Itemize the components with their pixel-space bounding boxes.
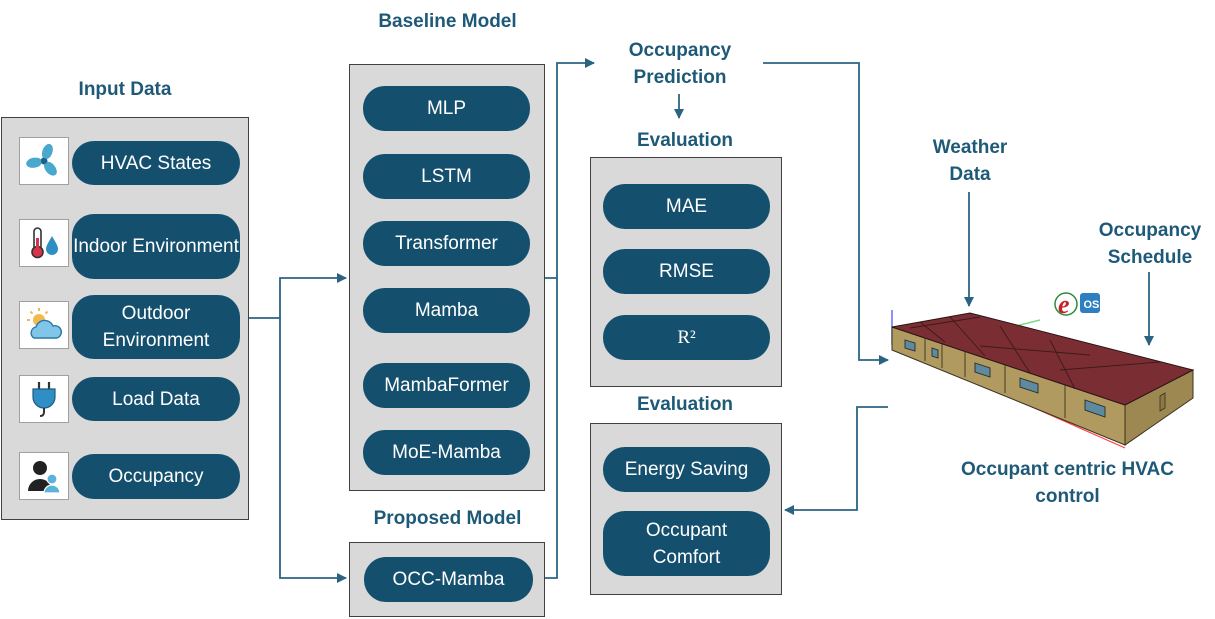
hvac-states-pill: HVAC States (72, 141, 240, 185)
occupancy-pill: Occupancy (72, 454, 240, 499)
mamba-pill: Mamba (363, 288, 530, 333)
evaluation-metrics-panel: MAE RMSE R² (590, 157, 782, 387)
baseline-model-panel: MLP LSTM Transformer Mamba MambaFormer M… (349, 64, 545, 491)
moe-mamba-pill: MoE-Mamba (363, 430, 530, 475)
plug-icon (19, 375, 69, 423)
load-data-pill: Load Data (72, 377, 240, 421)
evaluation-control-panel: Energy Saving Occupant Comfort (590, 423, 782, 595)
rmse-pill: RMSE (603, 249, 770, 294)
outdoor-environment-pill: Outdoor Environment (72, 295, 240, 359)
evaluation-metrics-title: Evaluation (636, 130, 734, 151)
building-3d-model (891, 310, 1195, 449)
occ-mamba-pill: OCC-Mamba (364, 557, 533, 602)
hvac-control-label: Occupant centric HVAC control (961, 459, 1174, 507)
svg-text:e: e (1058, 290, 1070, 319)
sun-cloud-icon (19, 301, 69, 349)
transformer-pill: Transformer (363, 221, 530, 266)
mae-pill: MAE (603, 184, 770, 229)
mambaformer-pill: MambaFormer (363, 363, 530, 408)
indoor-environment-pill: Indoor Environment (72, 214, 240, 279)
input-data-title: Input Data (78, 79, 172, 100)
mlp-pill: MLP (363, 86, 530, 131)
evaluation-control-title: Evaluation (636, 394, 734, 415)
proposed-model-title: Proposed Model (373, 508, 522, 529)
thermometer-droplet-icon (19, 219, 69, 267)
baseline-model-title: Baseline Model (378, 11, 517, 32)
occupancy-schedule-label: Occupancy Schedule (1098, 220, 1202, 268)
energyplus-openstudio-logo: e OS (1053, 289, 1103, 321)
svg-text:OS: OS (1084, 299, 1100, 311)
fan-icon (19, 137, 69, 185)
occupant-comfort-pill: Occupant Comfort (603, 511, 770, 576)
lstm-pill: LSTM (363, 154, 530, 199)
proposed-model-panel: OCC-Mamba (349, 542, 545, 617)
r-squared-pill: R² (603, 315, 770, 360)
input-data-panel: HVAC States Indoor Environment Outdoor E… (1, 117, 249, 520)
energy-saving-pill: Energy Saving (603, 447, 770, 492)
people-icon (19, 452, 69, 500)
occupancy-prediction-title: Occupancy Prediction (628, 40, 732, 88)
weather-data-label: Weather Data (932, 137, 1008, 185)
